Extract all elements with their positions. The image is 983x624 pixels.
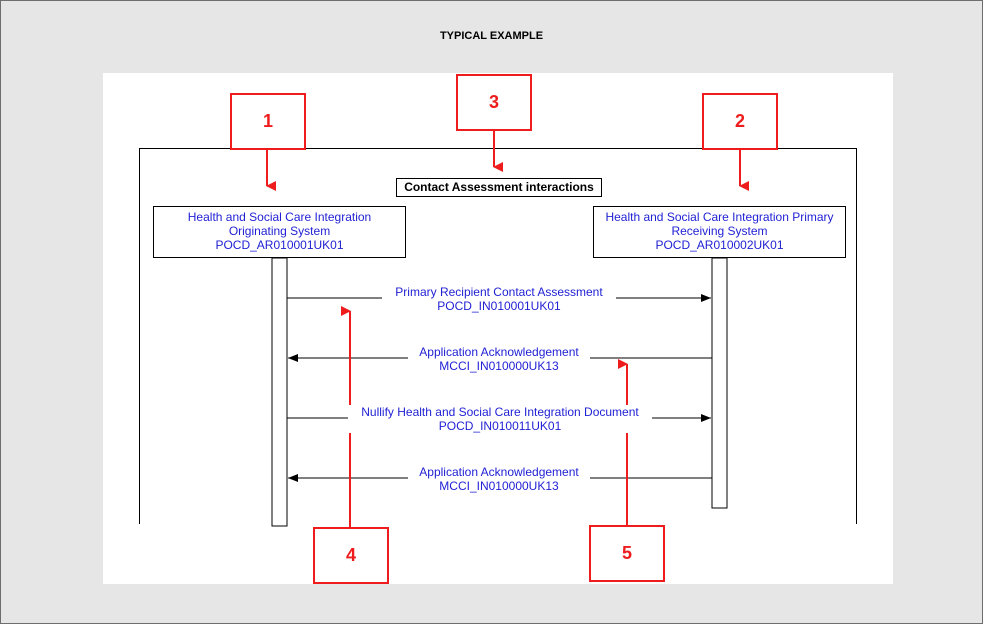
lifeline-id: POCD_AR010002UK01: [655, 238, 784, 252]
receiving-system-box: Health and Social Care Integration Prima…: [593, 206, 846, 258]
message-id: MCCI_IN010000UK13: [439, 359, 559, 373]
message-id: MCCI_IN010000UK13: [439, 479, 559, 493]
diagram-canvas: [103, 73, 893, 584]
message-label-3: Nullify Health and Social Care Integrati…: [348, 405, 652, 433]
diagram-title: Contact Assessment interactions: [396, 178, 602, 197]
message-id: POCD_IN010001UK01: [437, 299, 561, 313]
lifeline-label-line2: Receiving System: [671, 224, 768, 238]
message-name: Application Acknowledgement: [419, 465, 579, 479]
callout-1: 1: [230, 93, 306, 150]
lifeline-id: POCD_AR010001UK01: [215, 238, 344, 252]
page-title: TYPICAL EXAMPLE: [439, 30, 544, 42]
lifeline-label-line1: Health and Social Care Integration Prima…: [605, 210, 834, 224]
callout-3: 3: [456, 74, 532, 131]
receiving-activation-bar: [711, 257, 728, 509]
message-name: Primary Recipient Contact Assessment: [395, 285, 603, 299]
callout-4: 4: [313, 527, 389, 584]
message-label-2: Application Acknowledgement MCCI_IN01000…: [408, 345, 590, 373]
message-label-4: Application Acknowledgement MCCI_IN01000…: [408, 465, 590, 493]
lifeline-label-line1: Health and Social Care Integration: [187, 210, 372, 224]
callout-5: 5: [589, 525, 665, 582]
originating-activation-bar: [271, 257, 288, 527]
message-label-1: Primary Recipient Contact Assessment POC…: [382, 285, 616, 313]
sequence-frame: [139, 148, 857, 524]
originating-system-box: Health and Social Care Integration Origi…: [153, 206, 406, 258]
message-name: Nullify Health and Social Care Integrati…: [361, 405, 639, 419]
message-name: Application Acknowledgement: [419, 345, 579, 359]
callout-2: 2: [702, 93, 778, 150]
lifeline-label-line2: Originating System: [228, 224, 331, 238]
message-id: POCD_IN010011UK01: [438, 419, 562, 433]
